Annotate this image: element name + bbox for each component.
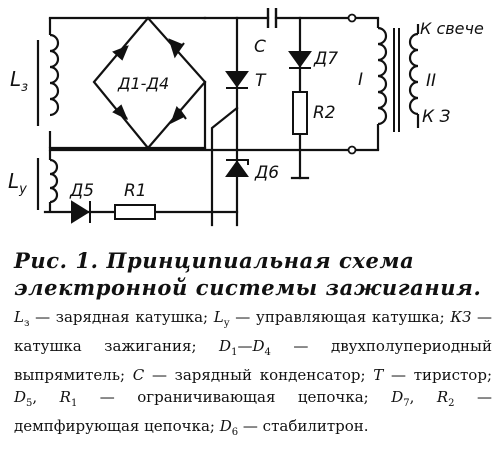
ignition-coil-secondary xyxy=(408,24,420,128)
capacitor-c xyxy=(266,8,278,28)
label-c: C xyxy=(254,37,266,57)
label-r2: R2 xyxy=(313,103,336,123)
figure-legend: Lз — зарядная катушка; Lу — управляющая … xyxy=(14,308,492,438)
charging-coil-l3 xyxy=(36,18,60,148)
figure-caption-title: Рис. 1. Принципиальная схема электронной… xyxy=(14,248,482,300)
control-coil-ly xyxy=(36,150,59,212)
thyristor-t xyxy=(225,71,249,89)
ignition-coil-primary xyxy=(376,18,388,150)
label-kz: К З xyxy=(422,107,450,127)
label-t: T xyxy=(255,71,267,91)
label-ly: Lу xyxy=(8,169,27,197)
label-to-plug: К свече xyxy=(420,19,484,38)
terminals xyxy=(347,13,357,155)
bridge-diodes xyxy=(112,38,187,125)
diode-d5 xyxy=(71,200,91,224)
label-l3: Lз xyxy=(10,67,28,95)
transformer-core xyxy=(393,28,400,132)
label-d1-d4: Д1-Д4 xyxy=(117,74,169,93)
label-ii: II xyxy=(426,71,436,91)
resistor-r1 xyxy=(114,204,156,220)
label-d7: Д7 xyxy=(313,49,338,69)
circuit-schematic: Lз Lу Д1-Д4 C T Д6 Д7 R2 xyxy=(8,8,484,227)
label-d6: Д6 xyxy=(254,163,279,183)
zener-d6 xyxy=(225,159,249,177)
diode-d7 xyxy=(288,51,312,69)
resistor-r2 xyxy=(292,91,308,135)
label-i: I xyxy=(358,70,363,90)
label-r1: R1 xyxy=(124,181,147,201)
label-d5: Д5 xyxy=(69,181,94,201)
